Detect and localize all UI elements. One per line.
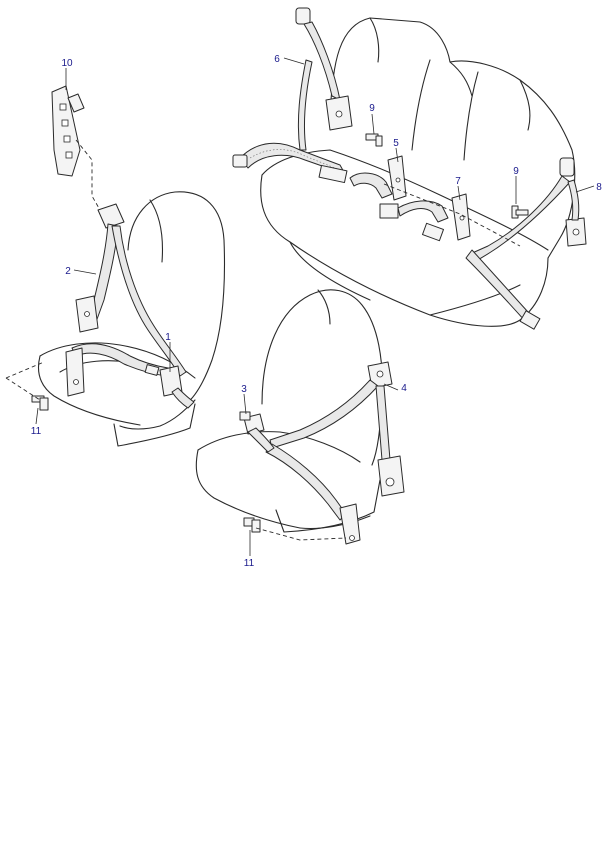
callout-2: 2 [65, 266, 71, 277]
front-right-buckle-3 [239, 411, 275, 453]
front-right-retractor-belt [265, 361, 405, 545]
rear-bolt-right [511, 205, 529, 219]
front-left-bolt [31, 395, 49, 411]
front-left-seat [37, 191, 226, 447]
tongue-plate [379, 203, 399, 219]
callout-1: 1 [165, 332, 171, 343]
rear-buckle-7-assembly [379, 193, 471, 242]
height-adjuster-10 [51, 85, 85, 177]
callout-9-rear-right: 9 [513, 166, 519, 177]
front-right-lower-anchor [339, 503, 361, 545]
callout-11-front-right: 11 [244, 558, 255, 569]
rear-center-buckle [318, 164, 348, 184]
leader-lines [35, 57, 595, 556]
rear-center-anchor [232, 154, 248, 168]
front-right-dash-line [255, 527, 347, 541]
rear-center-belt [232, 142, 407, 201]
callout-3: 3 [241, 384, 247, 395]
front-right-seat [195, 289, 383, 533]
rear-anchor-dash-line [383, 183, 521, 247]
front-left-lower-anchor [65, 347, 85, 397]
rear-right-upper-anchor [559, 157, 575, 177]
rear-bolt-left [365, 133, 383, 147]
front-left-retractor-belt [65, 203, 187, 397]
callout-8: 8 [596, 182, 602, 193]
adjuster-dash-line [75, 139, 101, 211]
front-right-retractor [377, 455, 405, 497]
callout-9-rear-left: 9 [369, 103, 375, 114]
callout-7: 7 [455, 176, 461, 187]
rear-left-retractor-belt [295, 7, 353, 151]
front-left-upper-anchor [97, 203, 125, 229]
front-right-bolt [243, 517, 261, 533]
callout-11-front-left: 11 [31, 426, 42, 437]
callout-4: 4 [401, 383, 407, 394]
rear-right-retractor-belt [465, 157, 587, 330]
callout-6: 6 [274, 54, 280, 65]
callout-10: 10 [61, 58, 73, 69]
front-left-buckle-1 [144, 364, 195, 409]
rear-left-upper-anchor [295, 7, 311, 25]
callout-5: 5 [393, 138, 399, 149]
